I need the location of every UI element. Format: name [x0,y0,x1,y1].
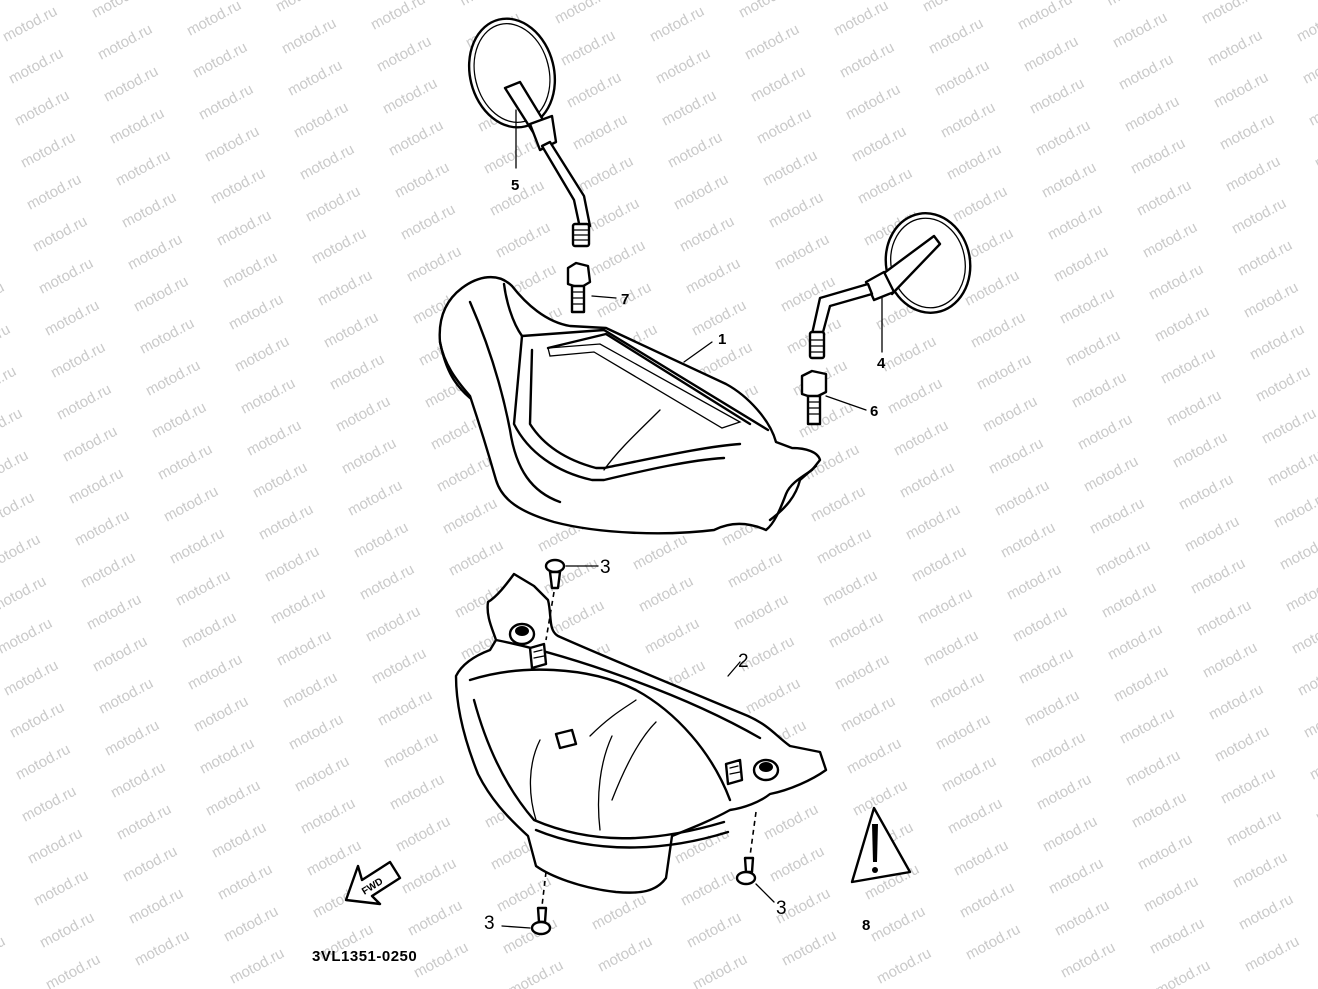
callout-8: 8 [862,917,870,934]
drawing-code: 3VL1351-0250 [312,948,417,965]
mirror-right [808,212,972,360]
callout-3-bottom: 3 [484,913,495,934]
callout-7: 7 [621,291,629,308]
callout-1: 1 [718,331,726,348]
upper-handlebar-cover [438,276,822,535]
callout-4: 4 [877,355,886,372]
screw-top [544,558,566,641]
callout-3-right: 3 [776,898,787,919]
adapter-left [566,261,592,314]
callout-5: 5 [511,177,519,194]
adapter-right [800,369,828,426]
screw-bottom [530,871,552,936]
fwd-arrow-icon: FWD [344,860,402,906]
mirror-left [467,17,592,248]
screw-right [735,811,757,886]
lower-handlebar-cover [454,572,828,894]
callout-3-top: 3 [600,557,611,578]
callouts: 1 2 3 3 3 4 5 6 7 8 [484,177,886,934]
callout-6: 6 [870,403,878,420]
leader-lines [501,109,883,929]
warning-label [850,806,912,884]
callout-2: 2 [738,651,749,672]
